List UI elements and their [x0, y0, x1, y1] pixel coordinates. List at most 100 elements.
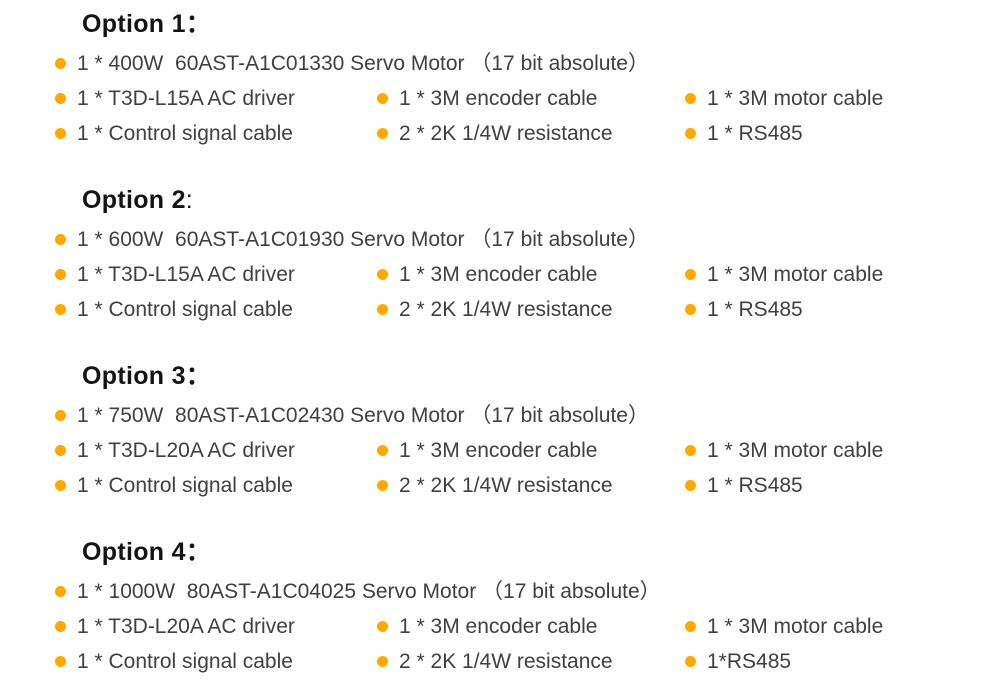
item-text: 1 * T3D-L15A AC driver	[77, 87, 295, 110]
bullet-icon	[377, 93, 388, 104]
list-item: 1 * 3M motor cable	[685, 257, 1000, 292]
item-text: 1 * T3D-L20A AC driver	[77, 615, 295, 638]
list-item: 1 * T3D-L20A AC driver	[55, 433, 377, 468]
bullet-icon	[55, 269, 66, 280]
option-2-heading: Option 2:	[82, 184, 1000, 217]
list-item: 1 * T3D-L20A AC driver	[55, 609, 377, 644]
option-4-row-2: 1 * T3D-L20A AC driver 1 * 3M encoder ca…	[55, 609, 1000, 644]
bullet-icon	[377, 445, 388, 456]
bullet-icon	[377, 656, 388, 667]
list-item: 1 * 3M encoder cable	[377, 609, 685, 644]
option-1-heading-colon: ：	[185, 10, 212, 38]
option-4-heading-colon: ：	[185, 538, 212, 566]
bullet-icon	[377, 269, 388, 280]
item-text: 1 * 3M encoder cable	[399, 439, 598, 462]
option-3-heading: Option 3：	[82, 360, 1000, 393]
list-item: 1 * 400W 60AST-A1C01330 Servo Motor （17 …	[55, 46, 649, 81]
list-item: 1 * 3M motor cable	[685, 81, 1000, 116]
bullet-icon	[55, 128, 66, 139]
item-text: 1 * 3M encoder cable	[399, 87, 598, 110]
item-text: 1 * T3D-L20A AC driver	[77, 439, 295, 462]
option-3-row-3: 1 * Control signal cable 2 * 2K 1/4W res…	[55, 468, 1000, 503]
list-item: 1 * Control signal cable	[55, 644, 377, 679]
bullet-icon	[685, 656, 696, 667]
list-item: 1 * 3M encoder cable	[377, 433, 685, 468]
item-text: 2 * 2K 1/4W resistance	[399, 650, 613, 673]
list-item: 1 * 600W 60AST-A1C01930 Servo Motor （17 …	[55, 222, 649, 257]
item-text: 1 * Control signal cable	[77, 650, 293, 673]
list-item: 1 * RS485	[685, 468, 1000, 503]
bullet-icon	[685, 128, 696, 139]
item-text: 1 * RS485	[707, 474, 803, 497]
item-text: 1 * Control signal cable	[77, 474, 293, 497]
list-item: 1 * Control signal cable	[55, 292, 377, 327]
option-4-motor-row: 1 * 1000W 80AST-A1C04025 Servo Motor （17…	[55, 574, 1000, 609]
list-item: 1 * RS485	[685, 116, 1000, 151]
list-item: 1 * Control signal cable	[55, 116, 377, 151]
bullet-icon	[685, 445, 696, 456]
item-text: 1 * 3M motor cable	[707, 439, 884, 462]
list-item: 1 * 3M motor cable	[685, 609, 1000, 644]
bullet-icon	[685, 480, 696, 491]
bullet-icon	[685, 269, 696, 280]
item-text: 1 * 3M encoder cable	[399, 263, 598, 286]
bullet-icon	[55, 58, 66, 69]
option-2-heading-colon: :	[185, 186, 194, 214]
bullet-icon	[685, 621, 696, 632]
list-item: 2 * 2K 1/4W resistance	[377, 292, 685, 327]
option-section-4: Option 4： 1 * 1000W 80AST-A1C04025 Servo…	[55, 536, 1000, 679]
item-text: 1 * 600W 60AST-A1C01930 Servo Motor （17 …	[77, 228, 649, 251]
item-text: 1 * 750W 80AST-A1C02430 Servo Motor （17 …	[77, 404, 649, 427]
list-item: 1 * RS485	[685, 292, 1000, 327]
option-4-heading: Option 4：	[82, 536, 1000, 569]
bullet-icon	[377, 304, 388, 315]
list-item: 1 * 1000W 80AST-A1C04025 Servo Motor （17…	[55, 574, 661, 609]
item-text: 1 * 1000W 80AST-A1C04025 Servo Motor （17…	[77, 580, 661, 603]
bullet-icon	[377, 128, 388, 139]
list-item: 2 * 2K 1/4W resistance	[377, 468, 685, 503]
item-text: 1 * Control signal cable	[77, 298, 293, 321]
bullet-icon	[685, 304, 696, 315]
item-text: 1 * RS485	[707, 122, 803, 145]
item-text: 2 * 2K 1/4W resistance	[399, 474, 613, 497]
item-text: 1 * 3M motor cable	[707, 615, 884, 638]
list-item: 1 * 750W 80AST-A1C02430 Servo Motor （17 …	[55, 398, 649, 433]
option-section-1: Option 1： 1 * 400W 60AST-A1C01330 Servo …	[55, 8, 1000, 151]
option-3-heading-text: Option 3	[82, 362, 186, 390]
option-2-heading-text: Option 2	[82, 186, 186, 214]
option-1-heading-text: Option 1	[82, 10, 186, 38]
bullet-icon	[55, 480, 66, 491]
option-4-heading-text: Option 4	[82, 538, 186, 566]
list-item: 1 * 3M encoder cable	[377, 257, 685, 292]
list-item: 1*RS485	[685, 644, 1000, 679]
list-item: 2 * 2K 1/4W resistance	[377, 116, 685, 151]
item-text: 1 * T3D-L15A AC driver	[77, 263, 295, 286]
item-text: 1 * 3M motor cable	[707, 87, 884, 110]
bullet-icon	[377, 480, 388, 491]
option-section-2: Option 2: 1 * 600W 60AST-A1C01930 Servo …	[55, 184, 1000, 327]
list-item: 1 * 3M encoder cable	[377, 81, 685, 116]
option-1-row-2: 1 * T3D-L15A AC driver 1 * 3M encoder ca…	[55, 81, 1000, 116]
option-1-row-3: 1 * Control signal cable 2 * 2K 1/4W res…	[55, 116, 1000, 151]
bullet-icon	[685, 93, 696, 104]
option-2-row-2: 1 * T3D-L15A AC driver 1 * 3M encoder ca…	[55, 257, 1000, 292]
item-text: 1 * Control signal cable	[77, 122, 293, 145]
bullet-icon	[55, 234, 66, 245]
item-text: 1 * 3M encoder cable	[399, 615, 598, 638]
option-section-3: Option 3： 1 * 750W 80AST-A1C02430 Servo …	[55, 360, 1000, 503]
list-item: 2 * 2K 1/4W resistance	[377, 644, 685, 679]
option-2-row-3: 1 * Control signal cable 2 * 2K 1/4W res…	[55, 292, 1000, 327]
bullet-icon	[55, 656, 66, 667]
option-3-row-2: 1 * T3D-L20A AC driver 1 * 3M encoder ca…	[55, 433, 1000, 468]
list-item: 1 * T3D-L15A AC driver	[55, 257, 377, 292]
item-text: 2 * 2K 1/4W resistance	[399, 298, 613, 321]
bullet-icon	[55, 586, 66, 597]
bullet-icon	[55, 410, 66, 421]
item-text: 1*RS485	[707, 650, 792, 673]
option-2-motor-row: 1 * 600W 60AST-A1C01930 Servo Motor （17 …	[55, 222, 1000, 257]
bullet-icon	[55, 304, 66, 315]
option-3-motor-row: 1 * 750W 80AST-A1C02430 Servo Motor （17 …	[55, 398, 1000, 433]
bullet-icon	[377, 621, 388, 632]
list-item: 1 * T3D-L15A AC driver	[55, 81, 377, 116]
